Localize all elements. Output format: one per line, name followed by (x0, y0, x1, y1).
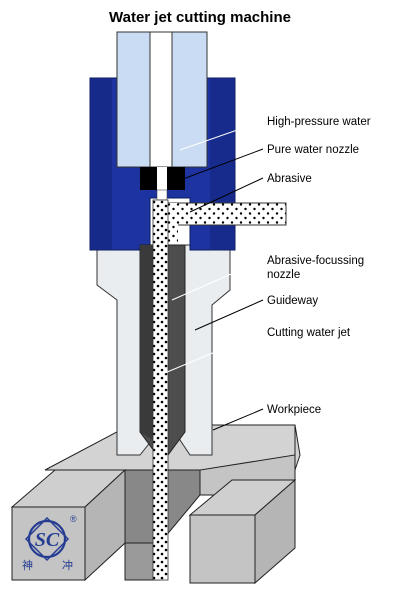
leader-lines (159, 120, 264, 431)
label-guideway: Guideway (267, 295, 318, 307)
label-high-pressure-water: High-pressure water (267, 116, 371, 128)
high-pressure-water-tube (116, 31, 208, 168)
cutting-water-jet (152, 199, 169, 581)
labels: High-pressure water Pure water nozzle Ab… (267, 116, 371, 416)
logo-char-left: 神 (22, 558, 33, 572)
label-pure-water-nozzle: Pure water nozzle (267, 144, 359, 156)
diagram-title: Water jet cutting machine (109, 9, 291, 26)
label-abrasive-focussing-line2: nozzle (267, 269, 300, 281)
sc-logo: SC ® 神 冲 (22, 514, 77, 572)
logo-char-right: 冲 (62, 558, 73, 572)
label-abrasive: Abrasive (267, 173, 312, 185)
logo-letters: SC (35, 529, 60, 551)
label-workpiece: Workpiece (267, 404, 321, 416)
label-abrasive-focussing-line1: Abrasive-focussing (267, 255, 364, 267)
pure-water-nozzle (140, 167, 185, 201)
logo-registered: ® (70, 514, 77, 524)
label-cutting-water-jet: Cutting water jet (267, 327, 351, 339)
